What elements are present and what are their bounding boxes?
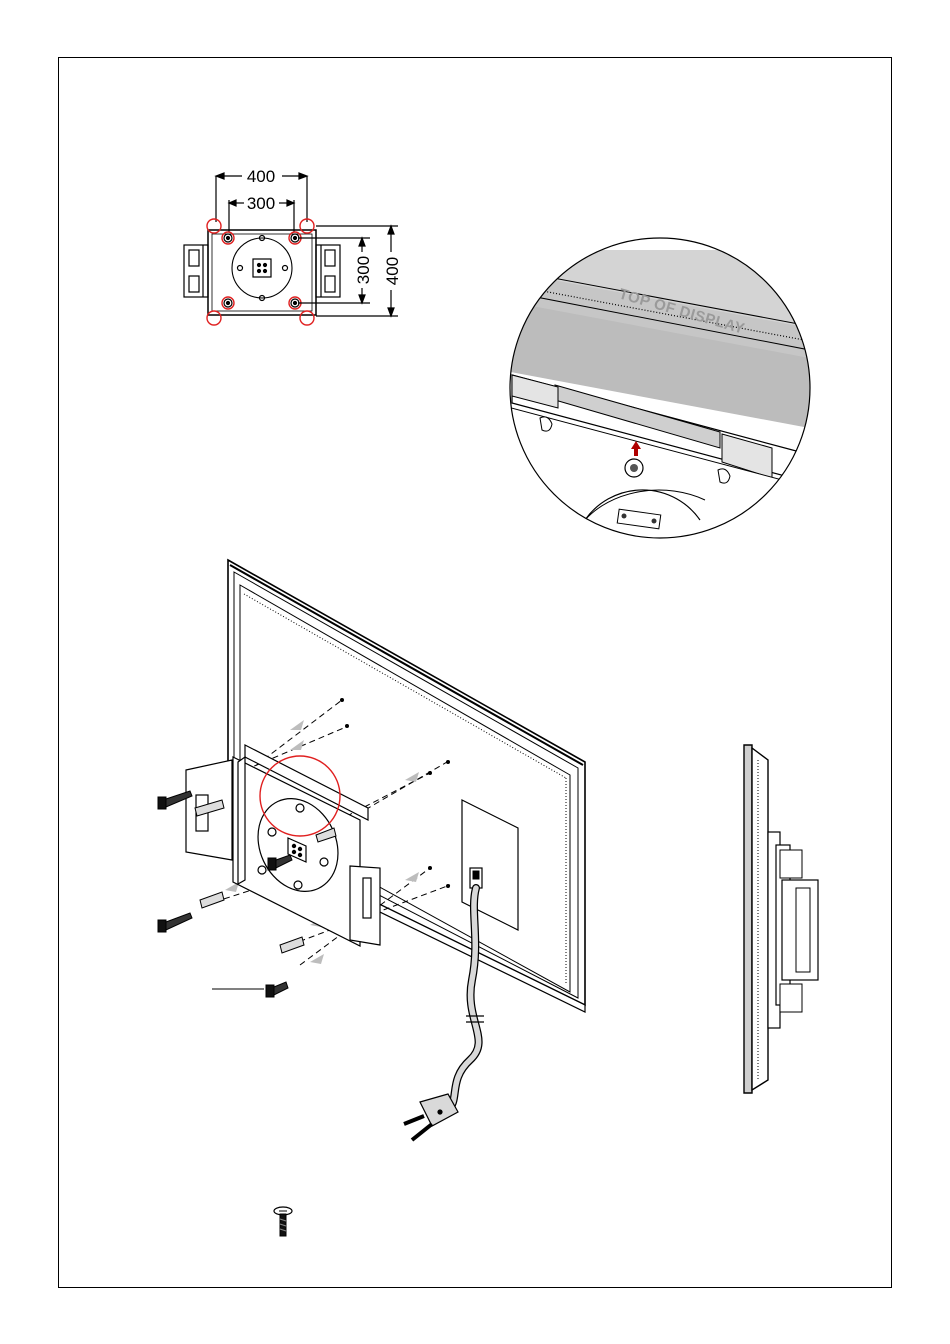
right-clip: [316, 245, 340, 297]
spacer-icon: [280, 937, 304, 953]
bottom-screw-icon: [274, 1207, 292, 1236]
dim-400-side-label: 400: [383, 257, 402, 285]
spacer-icon: [200, 892, 224, 908]
dim-300-side-label: 300: [354, 256, 373, 284]
screw-icon: [266, 982, 288, 997]
dim-400-top-label: 400: [247, 167, 275, 186]
screw-icon: [158, 913, 192, 932]
left-clip: [184, 245, 208, 297]
detail-magnifier: TOP OF DISPLAY: [500, 230, 820, 560]
dim-300-top-label: 300: [247, 194, 275, 213]
power-plug-icon: [404, 1094, 458, 1140]
bracket-plan-view: 400 300: [184, 167, 402, 325]
display-side-view: [744, 745, 818, 1093]
